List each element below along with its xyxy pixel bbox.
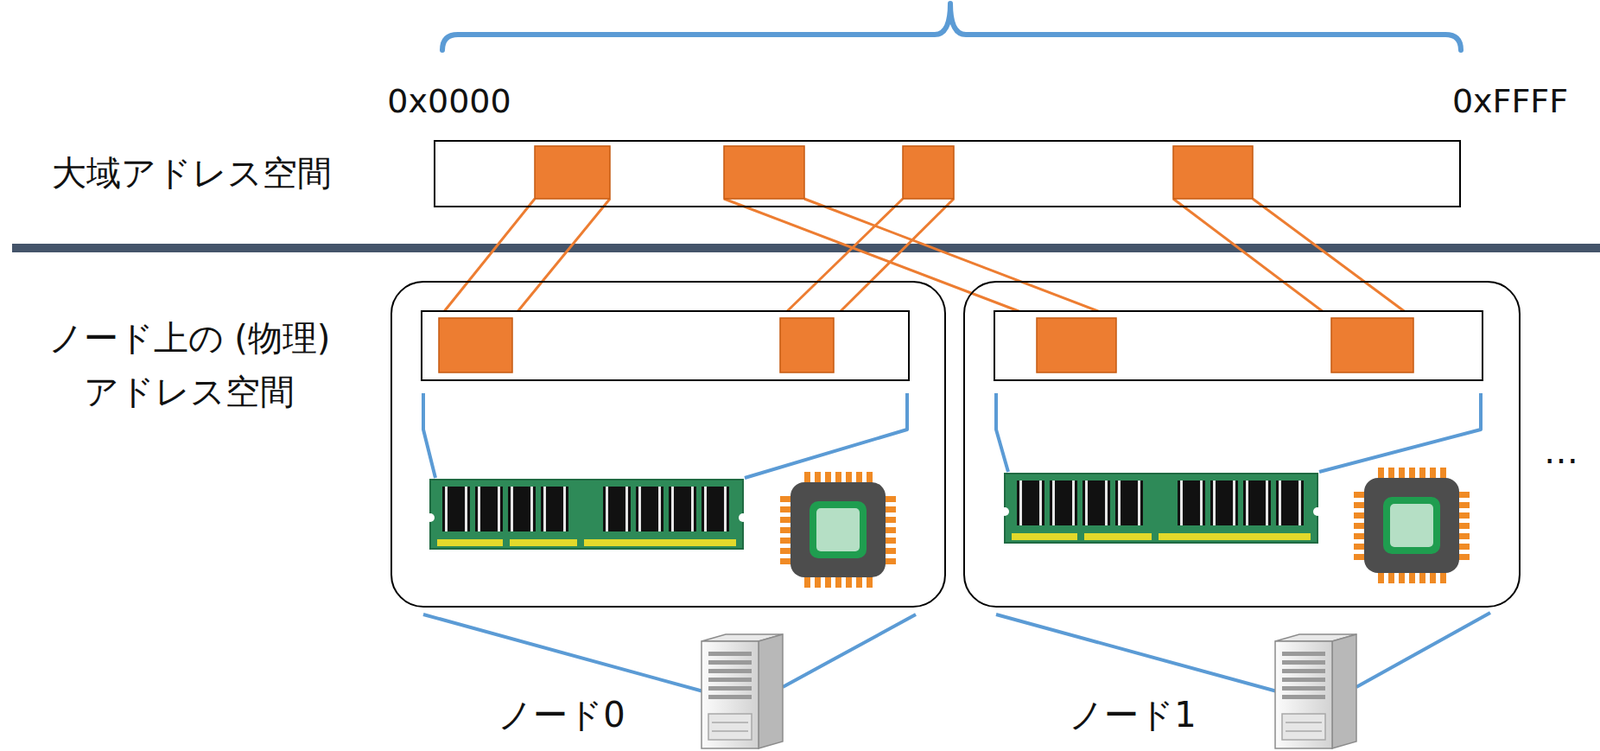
mapping-line <box>833 198 954 318</box>
server-link <box>1356 612 1491 687</box>
memory-region <box>438 317 513 373</box>
node-label: 大域アドレス空間 <box>51 151 332 195</box>
server-icon <box>701 634 783 749</box>
memory-region <box>723 146 805 199</box>
ellipsis: … <box>1543 429 1579 473</box>
memory-module <box>1000 473 1322 543</box>
local-blocks <box>438 317 1414 373</box>
node-label: ノード1 <box>1068 692 1196 737</box>
cpu-chip <box>780 471 896 588</box>
mapping-line <box>512 198 610 318</box>
bracket-line <box>1319 393 1481 472</box>
separator-bar <box>12 243 1600 253</box>
global-blocks <box>534 146 1253 199</box>
memory-region <box>780 317 834 373</box>
server-link <box>782 614 916 687</box>
compute-node: ノード0 <box>390 280 947 608</box>
mapping-line <box>1173 198 1332 318</box>
physical-address-bar <box>994 311 1483 381</box>
mapping-lines <box>438 198 1414 318</box>
memory-region <box>902 146 954 199</box>
memory-region <box>1331 317 1414 373</box>
range-brace <box>442 3 1461 51</box>
physical-address-label: ノード上の (物理)アドレス空間 <box>3 311 375 419</box>
memory-region <box>534 146 610 199</box>
memory-region <box>1173 146 1253 199</box>
server-link <box>996 614 1277 692</box>
bracket-line <box>744 393 908 478</box>
mapping-line <box>438 198 535 318</box>
bracket-line <box>423 393 436 478</box>
physical-address-bar <box>421 311 909 381</box>
address-start: 0x0000 <box>387 81 511 123</box>
server-link <box>423 614 704 692</box>
server-icon <box>1275 634 1357 749</box>
memory-module <box>425 479 748 549</box>
global-address-space: 大域アドレス空間 <box>433 139 1461 208</box>
mapping-line <box>723 198 1037 318</box>
address-end: 0xFFFF <box>1452 81 1569 123</box>
compute-node: ノード1 <box>963 280 1521 608</box>
memory-region <box>1036 317 1117 373</box>
bracket-line <box>996 393 1009 472</box>
mapping-line <box>780 198 903 318</box>
mapping-line <box>804 198 1117 318</box>
node-label: ノード0 <box>497 692 625 737</box>
cpu-chip <box>1353 467 1470 584</box>
mapping-line <box>1252 198 1414 318</box>
